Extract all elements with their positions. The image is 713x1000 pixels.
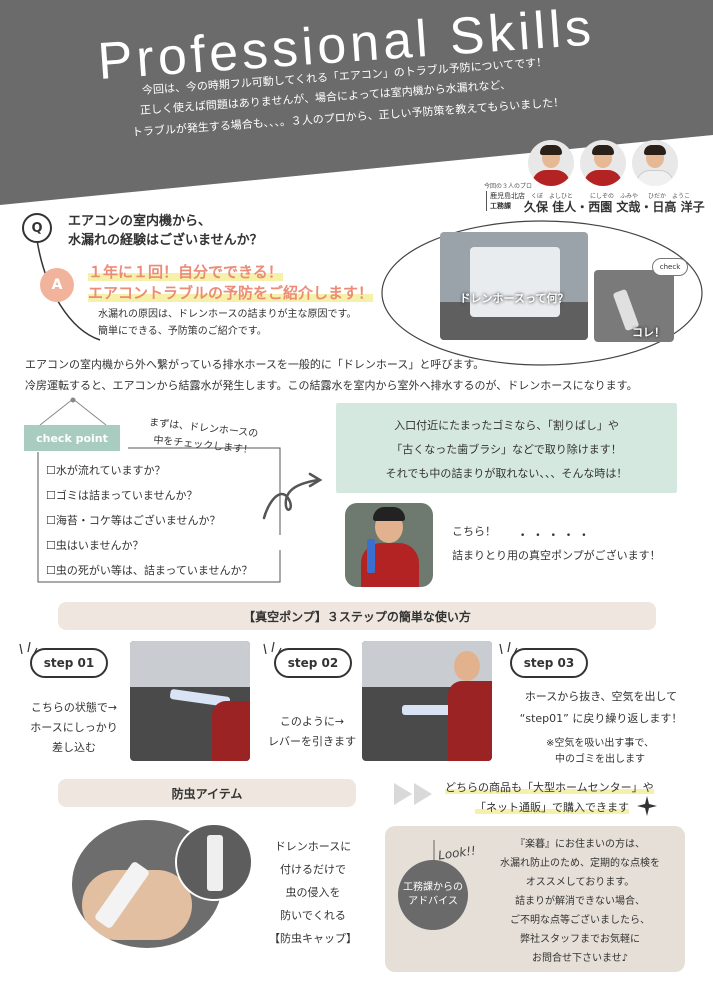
bug-cap-closeup-photo [175,823,253,901]
check-label: check [652,258,688,276]
advice-text: 『楽暮』にお住まいの方は、水漏れ防止のため、定期的な点検をオススメしております。… [500,839,660,964]
checklist-item-4: ☐虫はいませんか？ [46,539,144,552]
checklist-item-2: ☐ゴミは詰まっていませんか？ [46,489,198,502]
checkpoint-frame [37,447,281,583]
staff-pump-photo [345,503,433,587]
step-01-photo [130,641,250,761]
staff-names: 久保 佳人・西園 文哉・日高 洋子 [524,200,705,214]
step-02-badge: step 02 [274,648,352,678]
staff-ruby-3: ひだか ようこ [648,193,691,200]
staff-photo-nishizono [580,140,626,186]
staff-ruby-2: にしぞの ふみや [590,193,639,200]
checklist-item-3: ☐海苔・コケ等はございませんか？ [46,514,221,527]
checkpoint-hanger [39,397,107,426]
photo-frame-circle [381,220,703,366]
step-02-text: このように→レバーを引きます [268,715,356,748]
step-02-photo [362,641,492,761]
drain-hose-photo: コレ！ [594,270,674,342]
staff-photo-hidaka [632,140,678,186]
store-text: どちらの商品も「大型ホームセンター」や 「ネット通販」で購入できます [445,781,654,814]
step-03-note: ※空気を吸い出す事で、中のゴミを出します [546,738,654,765]
bug-cap-text: ドレンホースに付けるだけで虫の侵入を防いでくれる【防虫キャップ】 [269,840,357,945]
tip-box: 入口付近にたまったゴミなら、「割りばし」や 「古くなった歯ブラシ」などで取り除け… [336,403,677,493]
checklist-item-5: ☐虫の死がい等は、詰まっていませんか？ [46,564,253,577]
answer-description: 水漏れの原因は、ドレンホースの詰まりが主な原因です。簡単にできる、予防策のご紹介… [98,309,357,337]
qa-connector-line [36,239,101,341]
pump-section-heading: 【真空ポンプ】３ステップの簡単な使い方 [58,602,656,630]
pump-intro-text: こちら！詰まりとり用の真空ポンプがございます！ [452,525,661,562]
double-arrow-icon [394,783,432,805]
explain-line-2: 冷房運転すると、エアコンから結露水が発生します。この結露水を室内から室外へ排水す… [25,379,638,392]
staff-caption: 今回の３人のプロ [484,183,533,190]
checklist-item-1: ☐水が流れていますか？ [46,464,166,477]
bug-section-heading: 防虫アイテム [58,779,356,807]
step-03-badge: step 03 [510,648,588,678]
question-text: エアコンの室内機から、水漏れの経験はございませんか？ [68,214,263,248]
answer-text: １年に１回！自分でできる！エアコントラブルの予防をご紹介します！ [88,263,374,302]
step-03-text: ホースから抜き、空気を出して“step01” に戻り繰り返します！ [519,690,683,725]
staff-dept: 鹿児島北店工務課 [486,191,525,211]
explain-line-1: エアコンの室内機から外へ繋がっている排水ホースを一般的に「ドレンホース」と呼びま… [25,358,485,371]
emphasis-dots: ••••• [520,531,597,541]
checkpoint-tag: check point [24,425,120,451]
staff-ruby-1: くぼ よしひと [531,193,573,200]
sparkle-icon [637,796,657,816]
step-01-badge: step 01 [30,648,108,678]
staff-photo-kubo [528,140,574,186]
q-badge: Q [22,213,52,243]
a-badge: A [40,268,74,302]
curly-arrow-icon [262,472,323,520]
header-background [0,0,713,205]
step-01-text: こちらの状態で→ホースにしっかり差し込む [30,701,118,754]
advice-circle: 工務課からのアドバイス [398,860,468,930]
aircon-outdoor-photo: ドレンホースって何？ [440,232,588,340]
